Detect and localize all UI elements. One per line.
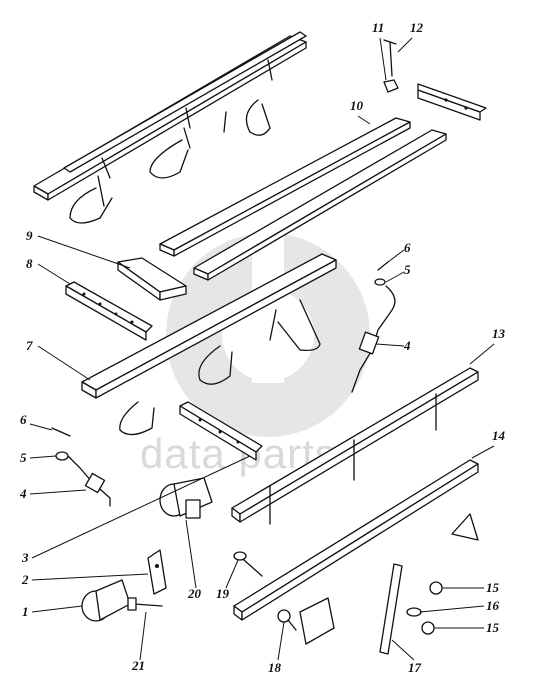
leader-line-c13 [469, 343, 495, 365]
callout-label-c10: 10 [350, 98, 364, 113]
leader-line-c1 [31, 605, 83, 613]
leader-line-c12 [397, 37, 413, 53]
leader-line-c9 [37, 235, 131, 269]
board-strip-lower [193, 129, 447, 281]
bench-seat-assembly-middle [81, 253, 337, 436]
callout-label-c6b: 6 [20, 412, 27, 427]
leader-line-c4b [29, 489, 87, 495]
bench-seat-assembly-top [33, 31, 307, 224]
leader-line-c5b [29, 455, 57, 459]
pivot-pin-housing [81, 579, 131, 622]
pin-bolt [127, 597, 163, 611]
hinge-plate-with-bolt [383, 39, 487, 121]
leader-line-c6b [29, 423, 53, 431]
leader-line-c19 [225, 559, 239, 589]
leader-line-c4a [375, 343, 405, 347]
leader-line-c8 [37, 263, 71, 285]
callout-label-c5a: 5 [404, 262, 411, 277]
leader-line-c11 [379, 37, 387, 81]
callout-label-c11: 11 [372, 20, 384, 35]
leader-line-c14 [471, 445, 495, 459]
callout-label-c6a: 6 [404, 240, 411, 255]
callout-label-c7: 7 [26, 338, 33, 353]
leader-line-c5a [385, 271, 405, 283]
stay-bar [379, 563, 403, 655]
board-strip-upper [159, 117, 411, 257]
leader-line-c10 [357, 115, 371, 125]
callout-label-c9: 9 [26, 228, 33, 243]
hinge-socket-housing [159, 477, 213, 519]
callout-label-c17: 17 [408, 660, 422, 675]
turnbuckle-assembly-lower [51, 427, 111, 507]
callout-label-c1: 1 [22, 604, 29, 619]
angle-bracket-upper [65, 281, 153, 341]
callout-label-c4b: 4 [19, 486, 27, 501]
callout-label-c13: 13 [492, 326, 506, 341]
callout-label-c15a: 15 [486, 580, 500, 595]
turnbuckle-assembly-upper [351, 261, 396, 393]
leader-line-c18 [277, 621, 285, 661]
link-plate [147, 549, 167, 595]
spacer-block [117, 257, 187, 301]
stay-bolt-with-plate [277, 597, 335, 645]
callout-label-c4a: 4 [403, 338, 411, 353]
callout-label-c18: 18 [268, 660, 282, 675]
callout-label-c3: 3 [21, 550, 29, 565]
leader-line-c3 [31, 455, 251, 559]
callout-label-c2: 2 [21, 572, 29, 587]
callout-label-c8: 8 [26, 256, 33, 271]
angle-bracket-lower [179, 401, 263, 461]
leader-line-c20 [185, 519, 197, 589]
callout-label-c20: 20 [187, 586, 202, 601]
callout-label-c21: 21 [131, 658, 145, 673]
leader-line-c17 [391, 639, 415, 661]
callout-layer: 12 11 10 9 8 6 5 4 7 13 6 5 14 4 3 2 20 19 15 16 1 15 21 18 17 [19, 20, 506, 675]
leader-line-c6a [387, 249, 405, 263]
callout-label-c16: 16 [486, 598, 500, 613]
callout-label-c15b: 15 [486, 620, 500, 635]
leader-line-c21 [139, 611, 147, 661]
triangle-plate [451, 513, 479, 541]
side-rail-lower [233, 459, 479, 621]
callout-label-c12: 12 [410, 20, 424, 35]
callout-label-c14: 14 [492, 428, 506, 443]
callout-label-c19: 19 [216, 586, 230, 601]
carriage-bolt [233, 551, 263, 577]
nut-and-washer-set [406, 581, 443, 635]
callout-label-c5b: 5 [20, 450, 27, 465]
leader-line-c7 [37, 345, 91, 381]
leader-line-c2 [31, 573, 149, 581]
leader-line-c16 [419, 605, 485, 613]
side-rail-upper [231, 367, 479, 525]
